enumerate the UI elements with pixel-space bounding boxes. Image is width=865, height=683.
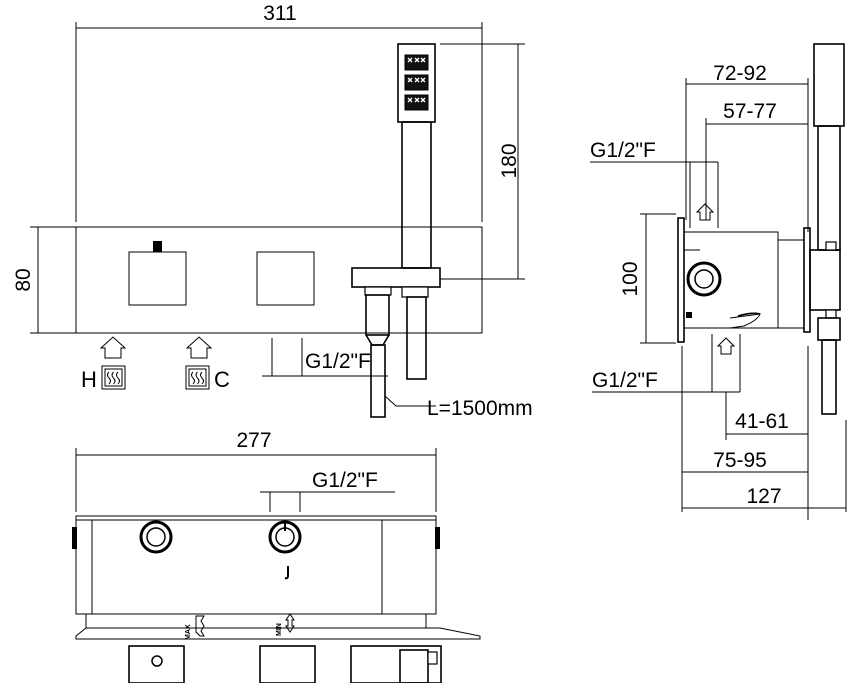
- dim-180: 180: [498, 143, 521, 178]
- shower-grid-icon: [404, 54, 429, 111]
- hose-outlet-pipe: [370, 344, 386, 418]
- side-wall-plate: [803, 227, 811, 333]
- side-plate: [677, 217, 685, 343]
- arrow-up-icon: [716, 337, 736, 355]
- shower-holder: [351, 267, 441, 288]
- side-top-outlet-label: G1/2"F: [590, 139, 656, 162]
- top-outlet-label: G1/2"F: [312, 469, 378, 492]
- hot-stem: [139, 520, 173, 554]
- knob-marker: [153, 241, 162, 252]
- dim-100: 100: [619, 261, 642, 296]
- side-view: 72-92 57-77 G1/2"F 100: [590, 43, 847, 520]
- front-plate: [75, 226, 483, 334]
- bottom-knob-cold: [259, 645, 316, 683]
- dim-80: 80: [12, 268, 35, 291]
- hose-pipe: [406, 296, 427, 380]
- arrow-up-icon: [99, 336, 127, 359]
- mixer-box: [75, 515, 437, 615]
- bottom-holder: [350, 645, 442, 683]
- dim-311: 311: [263, 2, 296, 25]
- dim-41-61: 41-61: [735, 410, 789, 433]
- min-marking: MIN: [276, 613, 295, 636]
- dim-57-77: 57-77: [723, 100, 777, 123]
- hand-shower-handle: [401, 121, 432, 269]
- side-bottom-outlet-label: G1/2"F: [592, 369, 658, 392]
- flow-mark-icon: [284, 566, 289, 580]
- cold-stem: [268, 520, 302, 554]
- cold-water-icon: [185, 365, 210, 390]
- dim-277: 277: [236, 429, 271, 452]
- hose-length-label: L=1500mm: [427, 397, 533, 420]
- top-view: 277 G1/2"F MAX MIN: [72, 429, 481, 683]
- svg-text:MIN: MIN: [276, 623, 283, 636]
- front-outlet-label: G1/2"F: [305, 350, 371, 373]
- hot-water-icon: [101, 365, 126, 390]
- diverter-knob: [256, 251, 315, 306]
- hot-inlet: H: [81, 336, 127, 392]
- max-marking: MAX: [185, 615, 205, 640]
- hot-label: H: [81, 367, 97, 392]
- thermostat-knob: [128, 251, 187, 306]
- hose-connector: [365, 294, 390, 336]
- front-view: 311 80 180: [12, 2, 533, 420]
- arrow-up-icon: [695, 203, 715, 221]
- dim-72-92: 72-92: [713, 62, 767, 85]
- cold-inlet: C: [185, 336, 230, 392]
- svg-text:MAX: MAX: [185, 624, 192, 640]
- side-hand-shower: [813, 43, 845, 127]
- arrow-up-icon: [185, 336, 213, 359]
- bottom-knob-hot: [128, 645, 185, 683]
- valve-port: [686, 261, 722, 297]
- dim-75-95: 75-95: [713, 449, 767, 472]
- cold-label: C: [214, 367, 230, 392]
- dim-127: 127: [746, 485, 781, 508]
